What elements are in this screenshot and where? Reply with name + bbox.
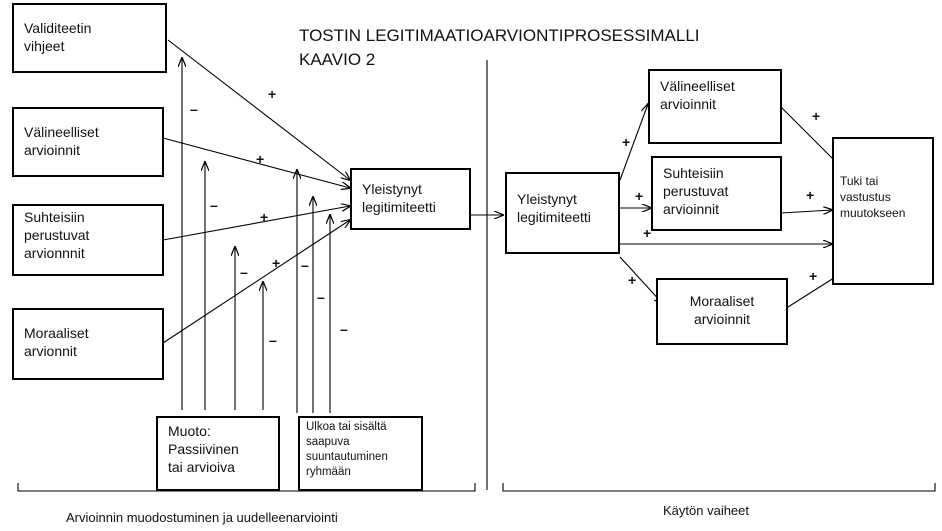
sign-plus: +: [260, 209, 269, 225]
arrow-valineelliset-to-yleistynyt: [162, 137, 350, 188]
sign-plus: +: [256, 151, 265, 167]
sign-plus: +: [272, 255, 281, 271]
caption-right: Käytön vaiheet: [663, 503, 750, 518]
sign-plus: +: [809, 268, 818, 284]
box-yleistynyt-right: Yleistynyt legitimiteetti: [505, 172, 620, 254]
sign-plus: +: [635, 188, 644, 204]
box-suhteisiin-left: Suhteisiin perustuvat arvionnnit: [12, 204, 164, 276]
box-suhteisiin-right: Suhteisiin perustuvat arvioinnit: [651, 156, 782, 231]
arrow-moraaliset-to-yleistynyt: [162, 220, 350, 344]
sign-plus: +: [268, 86, 277, 102]
box-muoto: Muoto: Passiivinen tai arvioiva: [156, 416, 280, 491]
arrow-yleistynyt-to-moraaliset: [619, 256, 663, 304]
diagram-title: TOSTIN LEGITIMAATIOARVIONTIPROSESSIMALLI…: [299, 26, 700, 69]
sign-minus: –: [269, 332, 277, 348]
sign-plus: +: [628, 272, 637, 288]
sign-minus: –: [190, 101, 198, 117]
sign-plus: +: [806, 187, 815, 203]
caption-left: Arvioinnin muodostuminen ja uudelleenarv…: [66, 510, 338, 525]
sign-minus: –: [210, 197, 218, 213]
arrow-validiteetin-to-yleistynyt: [167, 39, 350, 180]
box-moraaliset-right: Moraaliset arvioinnit: [656, 278, 788, 345]
box-valineelliset-right: Välineelliset arvioinnit: [648, 69, 782, 144]
box-yleistynyt-mid: Yleistynyt legitimiteetti: [350, 168, 471, 230]
box-validiteetin-vihjeet: Validiteetin vihjeet: [12, 3, 167, 73]
sign-plus: +: [812, 108, 821, 124]
brace-right: [502, 483, 936, 492]
sign-minus: –: [340, 321, 348, 337]
box-ulkoa: Ulkoa tai sisältä saapuva suuntautuminen…: [298, 416, 423, 491]
sign-minus: –: [301, 257, 309, 273]
arrow-suhteisiin-to-tuki: [780, 210, 832, 213]
box-tuki: Tuki tai vastustus muutokseen: [832, 137, 934, 285]
sign-plus: +: [622, 134, 631, 150]
box-valineelliset-left: Välineelliset arvioinnit: [12, 107, 164, 177]
box-moraaliset-left: Moraaliset arvionnit: [12, 308, 164, 380]
arrow-yleistynyt-to-valineelliset: [619, 104, 648, 181]
sign-minus: –: [240, 264, 248, 280]
sign-plus: +: [643, 225, 652, 241]
brace-left: [17, 483, 476, 492]
sign-minus: –: [317, 289, 325, 305]
arrow-suhteisiin-to-yleistynyt: [162, 206, 350, 241]
